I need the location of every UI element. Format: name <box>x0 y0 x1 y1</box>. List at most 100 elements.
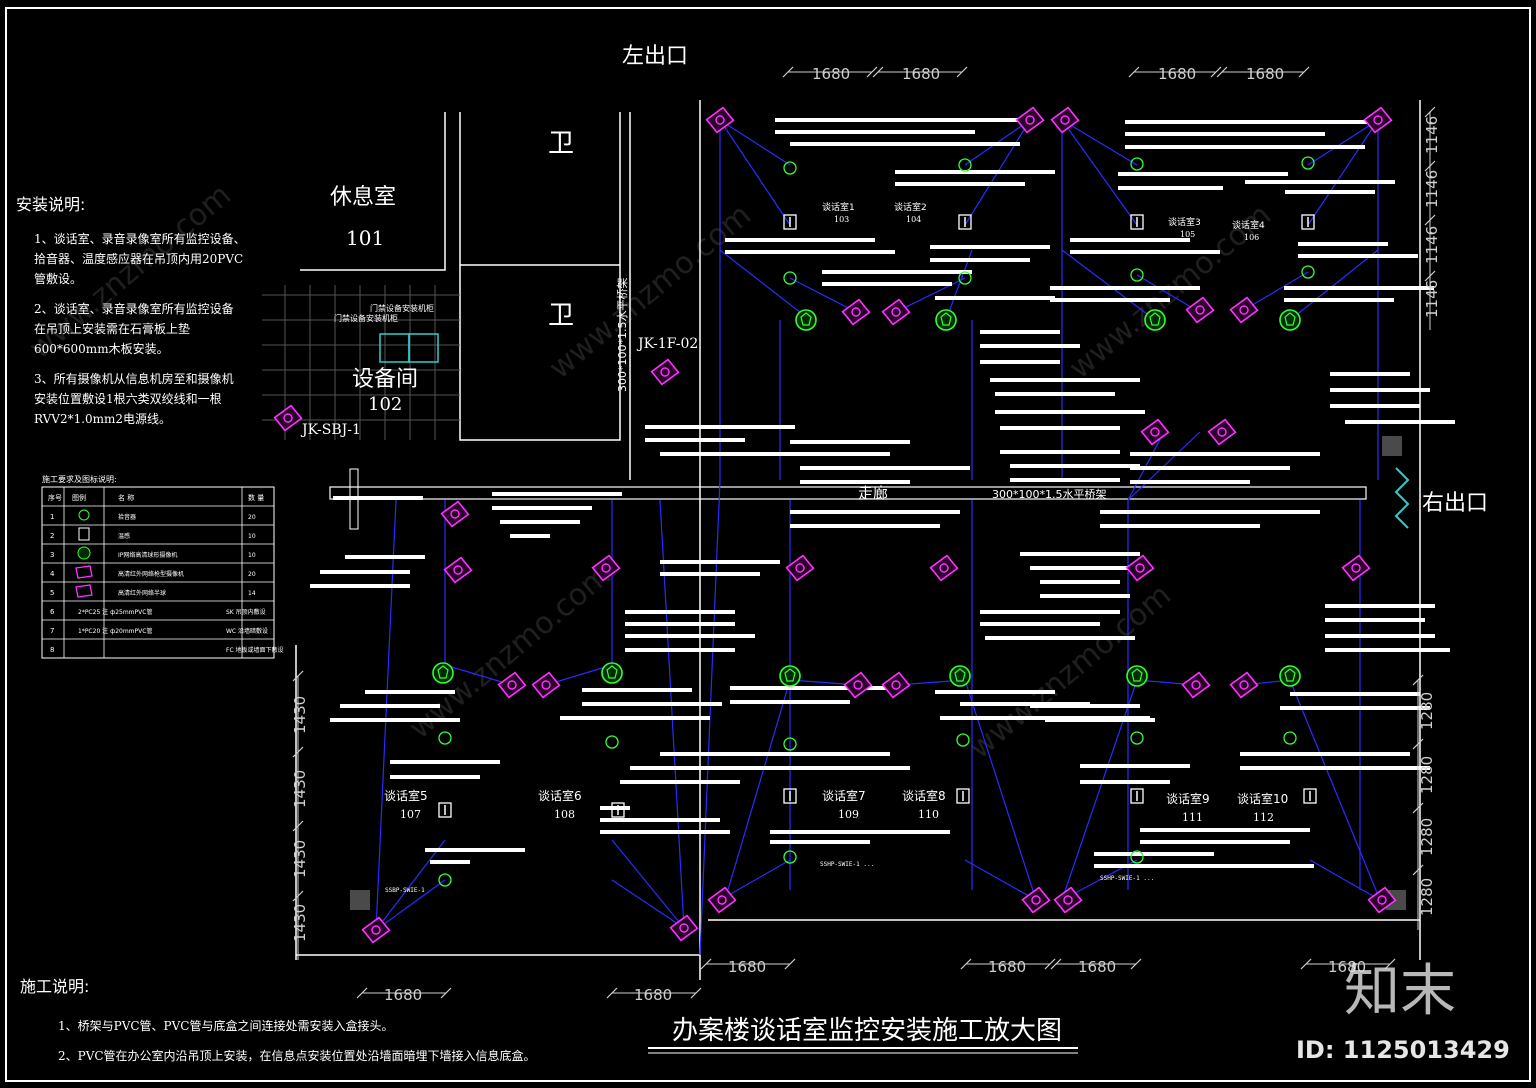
legend-no-4: 5 <box>50 589 54 597</box>
camera-icon-20 <box>531 671 561 699</box>
annotation-bar-13 <box>725 250 895 254</box>
annotation-bar-42 <box>790 452 890 456</box>
dim-right-top-2: 1146 <box>1423 226 1441 264</box>
camera-lens <box>541 680 551 690</box>
annotation-bar-70 <box>625 622 735 626</box>
annotation-bar-11 <box>1285 190 1375 194</box>
annotation-bar-64 <box>660 572 760 576</box>
tiny-tag-2: SSHP-SWIE-1 ... <box>1100 875 1154 882</box>
camera-icon-3 <box>1363 106 1393 134</box>
camera-lens <box>1135 563 1145 573</box>
temp-box <box>956 788 970 804</box>
dim-top-2: 1680 <box>1158 65 1196 83</box>
talk-room-name-9: 谈话室9 <box>1166 791 1210 806</box>
annotation-bar-41 <box>790 440 910 444</box>
annotation-bar-46 <box>1010 464 1140 468</box>
legend-name-0: 拾音器 <box>118 513 136 521</box>
annotation-bar-12 <box>725 238 875 242</box>
temperature-sensor-icon-1 <box>958 214 972 230</box>
temperature-sensor-icon-4 <box>438 802 452 818</box>
camera-body <box>1015 106 1045 134</box>
dome-camera-icon-8 <box>1126 665 1148 687</box>
camera-icon-10 <box>1140 418 1170 446</box>
microphone-icon-2 <box>1130 157 1144 171</box>
annotation-bar-28 <box>980 344 1080 348</box>
legend-name-2: IP网络高清球形摄像机 <box>118 551 177 559</box>
camera-icon-23 <box>1181 671 1211 699</box>
install-note-2b: 在吊顶上安装需在石膏板上垫 <box>34 321 190 336</box>
annotation-bar-97 <box>660 752 750 756</box>
dim-left-3: 1430 <box>291 904 309 942</box>
wire-19 <box>1289 249 1379 321</box>
annotation-bar-5 <box>1125 145 1365 149</box>
camera-icon-1 <box>1015 106 1045 134</box>
legend-no-0: 1 <box>50 513 54 521</box>
dim-rt-tick-0 <box>1424 106 1436 118</box>
wire-42 <box>724 679 791 901</box>
camera-icon-4 <box>841 298 871 326</box>
device-layer <box>273 106 1397 944</box>
dim-right-bottom-2: 1280 <box>1418 818 1436 856</box>
dim-bu-tick-b-1 <box>1044 958 1056 970</box>
legend-header-1: 图例 <box>72 493 86 502</box>
temperature-sensor-icon-9 <box>1303 788 1317 804</box>
legend-no-3: 4 <box>50 570 55 578</box>
temp-box <box>1130 788 1144 804</box>
annotation-bar-3 <box>1125 120 1380 124</box>
wire-45 <box>1289 679 1381 901</box>
annotation-bar-30 <box>990 378 1140 382</box>
temperature-sensor-icon-2 <box>1130 214 1144 230</box>
camera-icon-14 <box>591 554 621 582</box>
dim-bu-tick-a-2 <box>1050 958 1062 970</box>
wire-6 <box>719 119 791 166</box>
install-note-3c: RVV2*1.0mm2电源线。 <box>34 412 171 426</box>
dim-rt-tick-1 <box>1424 160 1436 172</box>
microphone-icon-4 <box>783 271 797 285</box>
annotation-bar-94 <box>1280 706 1430 710</box>
dome-body <box>795 309 817 331</box>
annotation-bar-78 <box>1325 634 1435 638</box>
annotation-bar-37 <box>1345 420 1455 424</box>
annotation-bar-47 <box>1010 478 1120 482</box>
legend-temp-icon <box>78 527 90 541</box>
annotation-bar-73 <box>980 610 1120 614</box>
annotation-bar-109 <box>425 848 525 852</box>
annotation-bar-45 <box>1000 450 1120 454</box>
annotation-bar-72 <box>625 648 735 652</box>
dim-top-tick-a-1 <box>872 66 884 78</box>
annotation-bar-43 <box>800 466 970 470</box>
camera-icon-13 <box>443 556 473 584</box>
dome-body <box>935 309 957 331</box>
cabinet-2 <box>408 333 439 363</box>
wire-17 <box>719 249 811 321</box>
dome-camera-icon-3 <box>1279 309 1301 331</box>
wire-32 <box>375 499 397 931</box>
dim-right-bottom-3: 1280 <box>1418 878 1436 916</box>
column-right <box>1382 436 1402 456</box>
microphone-icon-0 <box>783 161 797 175</box>
camera-lens <box>1150 427 1160 437</box>
annotation-bar-86 <box>730 686 900 690</box>
camera-icon-16 <box>929 554 959 582</box>
dim-rb-tick-0 <box>1412 674 1424 686</box>
dim-bu-tick-a-1 <box>960 958 972 970</box>
dim-right-top-1: 1146 <box>1423 170 1441 208</box>
equipment-room-number: 102 <box>368 394 402 415</box>
annotation-bar-99 <box>620 780 740 784</box>
legend-header-2: 名 称 <box>118 493 134 502</box>
left-exit-label: 左出口 <box>622 44 688 69</box>
camera-body <box>361 916 391 944</box>
camera-body <box>1050 106 1080 134</box>
annotation-bar-54 <box>500 520 580 524</box>
annotation-bar-38 <box>645 425 795 429</box>
annotation-bar-34 <box>1330 372 1410 376</box>
camera-body <box>881 298 911 326</box>
annotation-bar-35 <box>1330 388 1430 392</box>
dome-mark <box>940 312 952 326</box>
annotation-bar-17 <box>1070 250 1220 254</box>
annotation-bar-89 <box>960 702 1090 706</box>
dim-bottom-upper-2: 1680 <box>1078 958 1116 976</box>
dim-rb-tick-1 <box>1412 738 1424 750</box>
